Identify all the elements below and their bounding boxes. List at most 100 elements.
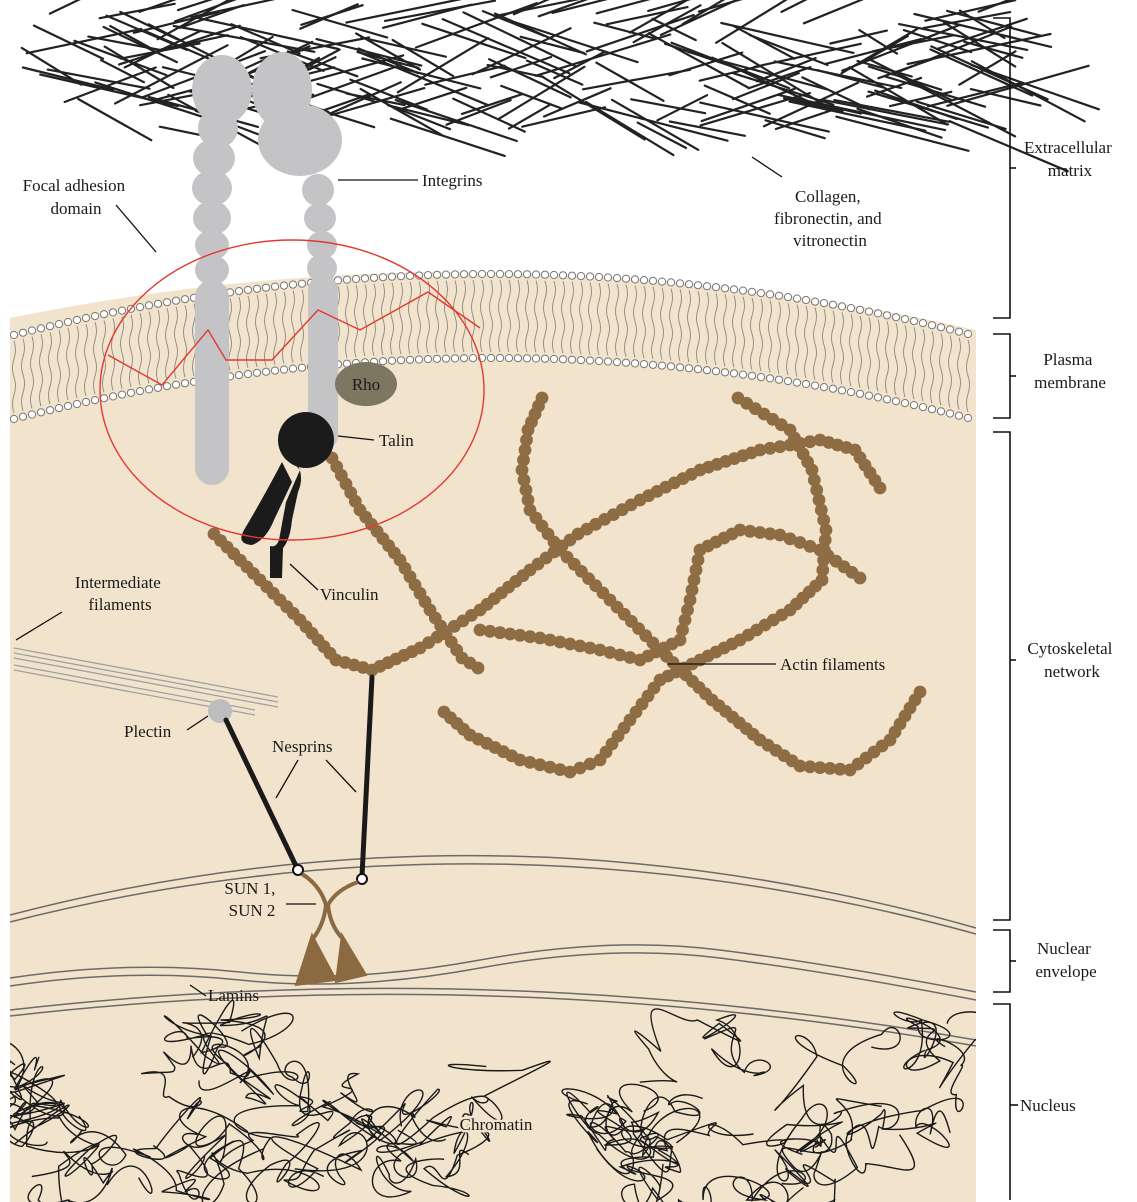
chromatin-label: Chromatin: [460, 1115, 533, 1134]
lipid-head: [595, 357, 602, 364]
intermediate-filaments-label-line1: Intermediate: [75, 573, 161, 592]
lipid-head: [622, 275, 629, 282]
lipid-head: [604, 358, 611, 365]
lipid-head: [487, 354, 494, 361]
lipid-head: [955, 328, 962, 335]
lipid-head: [118, 307, 125, 314]
talin-head: [278, 412, 334, 468]
lipid-head: [838, 303, 845, 310]
lipid-head: [451, 271, 458, 278]
lipid-head: [703, 283, 710, 290]
lipid-head: [901, 400, 908, 407]
lipid-head: [946, 326, 953, 333]
lipid-head: [676, 280, 683, 287]
lipid-head: [541, 355, 548, 362]
collagen-fiber: [782, 0, 884, 12]
lipid-head: [532, 271, 539, 278]
lipid-head: [91, 313, 98, 320]
lipid-head: [514, 271, 521, 278]
lipid-head: [271, 367, 278, 374]
lipid-head: [847, 305, 854, 312]
collagen-fiber: [100, 4, 175, 18]
nesprins-label: Nesprins: [272, 737, 332, 756]
lipid-head: [766, 375, 773, 382]
lipid-head: [136, 304, 143, 311]
lipid-head: [559, 356, 566, 363]
lipid-head: [766, 291, 773, 298]
collagen-fibers: [22, 0, 1099, 171]
intermediate-filaments-label-line2: filaments: [88, 595, 151, 614]
lipid-head: [181, 380, 188, 387]
collagen-fiber: [464, 12, 575, 65]
lipid-head: [298, 364, 305, 371]
lipid-head: [865, 392, 872, 399]
lipid-head: [730, 286, 737, 293]
lipid-head: [19, 329, 26, 336]
lipid-head: [181, 296, 188, 303]
lipid-head: [298, 280, 305, 287]
sun-label-line1: SUN 1,: [224, 879, 275, 898]
lipid-head: [775, 376, 782, 383]
lipid-head: [964, 330, 971, 337]
lipid-head: [460, 271, 467, 278]
lipid-head: [568, 356, 575, 363]
collagen-label-line2: fibronectin, and: [774, 209, 882, 228]
lipid-head: [523, 271, 530, 278]
lipid-head: [883, 312, 890, 319]
lipid-head: [505, 271, 512, 278]
lipid-head: [721, 285, 728, 292]
lipid-head: [37, 325, 44, 332]
lipid-head: [460, 355, 467, 362]
collagen-fiber: [522, 107, 605, 126]
region-ecm-line2: matrix: [1048, 161, 1093, 180]
lipid-head: [865, 308, 872, 315]
lipid-head: [937, 408, 944, 415]
actin-filaments-label: Actin filaments: [780, 655, 885, 674]
lipid-head: [613, 275, 620, 282]
lipid-head: [82, 314, 89, 321]
lipid-head: [163, 299, 170, 306]
lipid-head: [415, 356, 422, 363]
lipid-head: [694, 282, 701, 289]
lipid-head: [730, 370, 737, 377]
plectin-label: Plectin: [124, 722, 172, 741]
region-plasma-membrane-line1: Plasma: [1043, 350, 1093, 369]
lipid-head: [622, 359, 629, 366]
collagen-fiber: [672, 43, 790, 88]
talin-label: Talin: [379, 431, 414, 450]
lipid-head: [388, 273, 395, 280]
lipid-head: [811, 298, 818, 305]
lipid-head: [397, 273, 404, 280]
vinculin-label: Vinculin: [320, 585, 379, 604]
collagen-fiber: [358, 52, 488, 105]
lipid-head: [631, 360, 638, 367]
collagen-fiber: [88, 37, 160, 50]
lipid-head: [928, 406, 935, 413]
lipid-head: [937, 324, 944, 331]
lipid-head: [748, 372, 755, 379]
lipid-head: [343, 276, 350, 283]
lipid-head: [703, 367, 710, 374]
lipid-head: [172, 297, 179, 304]
focal-adhesion-label: Focal adhesion domain: [23, 176, 130, 218]
lipid-head: [784, 294, 791, 301]
lipid-head: [406, 356, 413, 363]
lipid-head: [964, 414, 971, 421]
lipid-head: [379, 274, 386, 281]
lipid-head: [46, 407, 53, 414]
lipid-head: [793, 295, 800, 302]
lipid-head: [712, 368, 719, 375]
lipid-head: [820, 384, 827, 391]
region-plasma-membrane-label: Plasma membrane: [1034, 350, 1106, 392]
lipid-head: [496, 270, 503, 277]
lipid-head: [694, 366, 701, 373]
lipid-head: [802, 380, 809, 387]
lipid-head: [559, 272, 566, 279]
lipid-head: [478, 270, 485, 277]
collagen-fiber: [34, 26, 103, 59]
region-ecm-line1: Extracellular: [1024, 138, 1112, 157]
lipid-head: [955, 412, 962, 419]
lipid-head: [127, 389, 134, 396]
lipid-head: [550, 355, 557, 362]
lipid-head: [577, 273, 584, 280]
